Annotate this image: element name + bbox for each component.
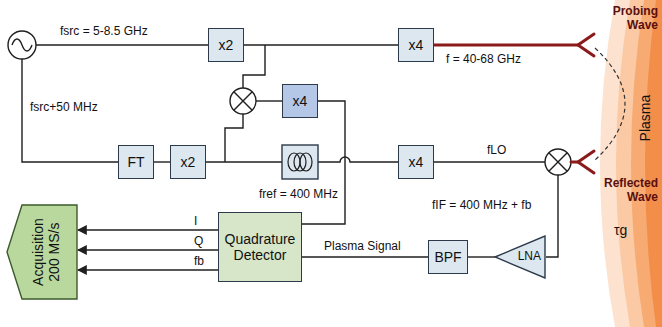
- node-text: LNA: [518, 250, 541, 264]
- node-text: x4: [293, 93, 308, 109]
- multiplier-box: x2: [170, 145, 206, 179]
- wire: [206, 161, 282, 162]
- wire: [22, 59, 118, 162]
- node-text: x4: [409, 37, 424, 53]
- node-text: Plasma: [637, 95, 653, 142]
- wire: [243, 45, 265, 88]
- wire: [256, 100, 282, 101]
- node-text: τg: [614, 222, 627, 238]
- signal-label: I: [192, 214, 199, 228]
- wire-hop: [318, 157, 398, 162]
- plasma-layer: [631, 0, 662, 327]
- connector: [244, 44, 398, 45]
- filter-box: FT: [118, 145, 154, 179]
- connector: [78, 249, 218, 250]
- node-text: Quadrature Detector: [223, 231, 297, 263]
- multiplier-box: x4: [282, 84, 318, 118]
- plasma-layer: [645, 0, 662, 327]
- node-text: Acquisition 200 MS/s: [30, 208, 62, 296]
- horn-antenna: [578, 151, 594, 173]
- multiplier-box: x2: [208, 28, 244, 62]
- acquisition-arrow: Acquisition 200 MS/s: [6, 204, 78, 300]
- signal-label: fLO: [487, 143, 506, 157]
- wire: [546, 175, 558, 257]
- wire: [36, 44, 208, 45]
- plasma-outline: [580, 0, 662, 327]
- antenna-label: Probing Wave: [598, 4, 658, 32]
- fiber-coil: [300, 153, 312, 171]
- mixer-symbol: [230, 88, 256, 114]
- signal-label: fsrc = 5-8.5 GHz: [60, 24, 148, 38]
- mixer-symbol: [545, 149, 571, 175]
- probe-waveguide: [434, 44, 578, 47]
- filter-box: BPF: [428, 240, 468, 274]
- detector-box: Quadrature Detector: [218, 212, 302, 282]
- multiplier-box: x4: [398, 145, 434, 179]
- signal-label: fIF = 400 MHz + fb: [432, 198, 531, 212]
- node-text: FT: [127, 154, 144, 170]
- pentagon-shape: [7, 205, 77, 299]
- multiplier-box: x4: [398, 28, 434, 62]
- signal-label: f = 40-68 GHz: [446, 52, 521, 66]
- signal-label: Plasma Signal: [322, 239, 403, 253]
- wave-path: [595, 48, 625, 160]
- connector: [468, 256, 495, 257]
- amplifier-triangle: LNA: [494, 235, 546, 279]
- signal-label: fsrc+50 MHz: [30, 100, 98, 114]
- wire: [225, 114, 243, 162]
- node-text: BPF: [434, 249, 461, 265]
- node-text: x4: [409, 154, 424, 170]
- node-text: x2: [219, 37, 234, 53]
- sine-symbol: [12, 39, 32, 51]
- horn-antenna: [578, 34, 594, 56]
- delay-line-box: [282, 145, 318, 179]
- connector: [154, 161, 170, 162]
- signal-label: Q: [192, 234, 205, 248]
- plasma-region: Plasma τg: [580, 0, 662, 327]
- connector: [78, 229, 218, 230]
- oscillator-symbol: [8, 31, 36, 59]
- signal-label: fb: [192, 254, 206, 268]
- connector: [302, 101, 345, 224]
- connector: [302, 256, 428, 257]
- mixer-cross: [234, 92, 252, 110]
- plasma-layer: [616, 0, 662, 327]
- wire: [434, 161, 545, 162]
- connector: [78, 269, 218, 270]
- triangle-shape: [495, 236, 545, 278]
- mixer-cross: [549, 153, 567, 171]
- signal-label: fref = 400 MHz: [257, 187, 340, 201]
- antenna-label: Reflected Wave: [598, 176, 658, 204]
- plasma-layer: [600, 0, 662, 327]
- node-text: x2: [181, 154, 196, 170]
